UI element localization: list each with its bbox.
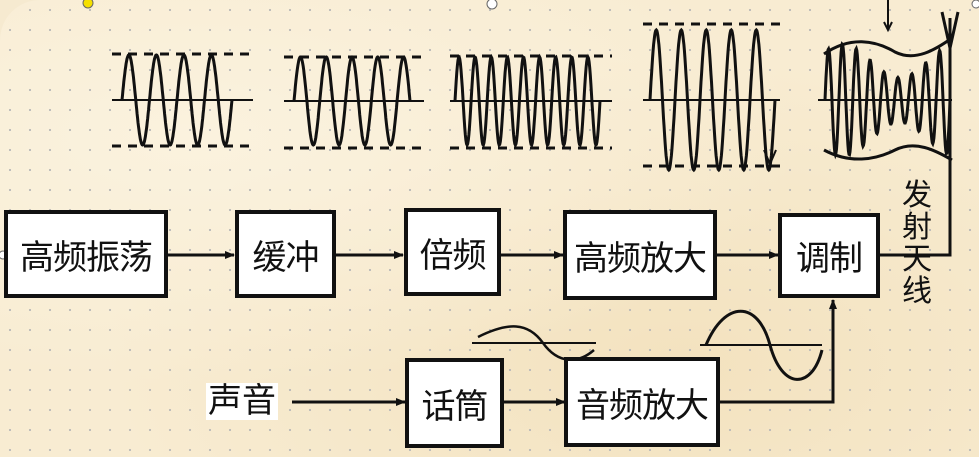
rf-wave-3 xyxy=(453,53,602,149)
antenna-label-char: 射 xyxy=(902,210,932,245)
audio-wave-large xyxy=(704,309,824,381)
rf-wave-2 xyxy=(292,55,412,147)
antenna-label: 发 射 天 线 xyxy=(900,180,934,308)
af-amplifier-block[interactable]: 音频放大 xyxy=(564,357,720,447)
modulated-envelope-bottom xyxy=(823,144,953,162)
line-modulator-to-antenna xyxy=(880,18,952,257)
rf-amplifier-block[interactable]: 高频放大 xyxy=(563,210,717,300)
antenna-feed-arrow-head xyxy=(883,21,893,33)
selection-handle-yellow[interactable] xyxy=(82,0,94,9)
antenna-label-char: 线 xyxy=(902,274,932,309)
selection-handle[interactable] xyxy=(971,0,979,9)
oscillator-block[interactable]: 高频振荡 xyxy=(4,210,168,298)
selection-handle[interactable] xyxy=(486,0,498,10)
arrow-afamp-to-modulator xyxy=(720,299,837,404)
modulator-block[interactable]: 调制 xyxy=(778,213,880,298)
antenna-label-char: 发 xyxy=(902,178,932,213)
modulated-envelope-top xyxy=(823,36,953,58)
antenna-label-char: 天 xyxy=(902,242,932,277)
antenna-symbol xyxy=(940,11,960,49)
microphone-block[interactable]: 话筒 xyxy=(405,358,504,448)
wave-end-arrow xyxy=(763,149,777,167)
buffer-block[interactable]: 缓冲 xyxy=(235,210,336,298)
rf-wave-5 xyxy=(823,41,952,160)
rf-wave-4 xyxy=(648,27,777,173)
multiplier-block[interactable]: 倍频 xyxy=(404,208,501,296)
sound-label: 声音 xyxy=(206,381,278,421)
rf-wave-1 xyxy=(120,53,234,147)
rf-waveforms xyxy=(112,22,953,173)
